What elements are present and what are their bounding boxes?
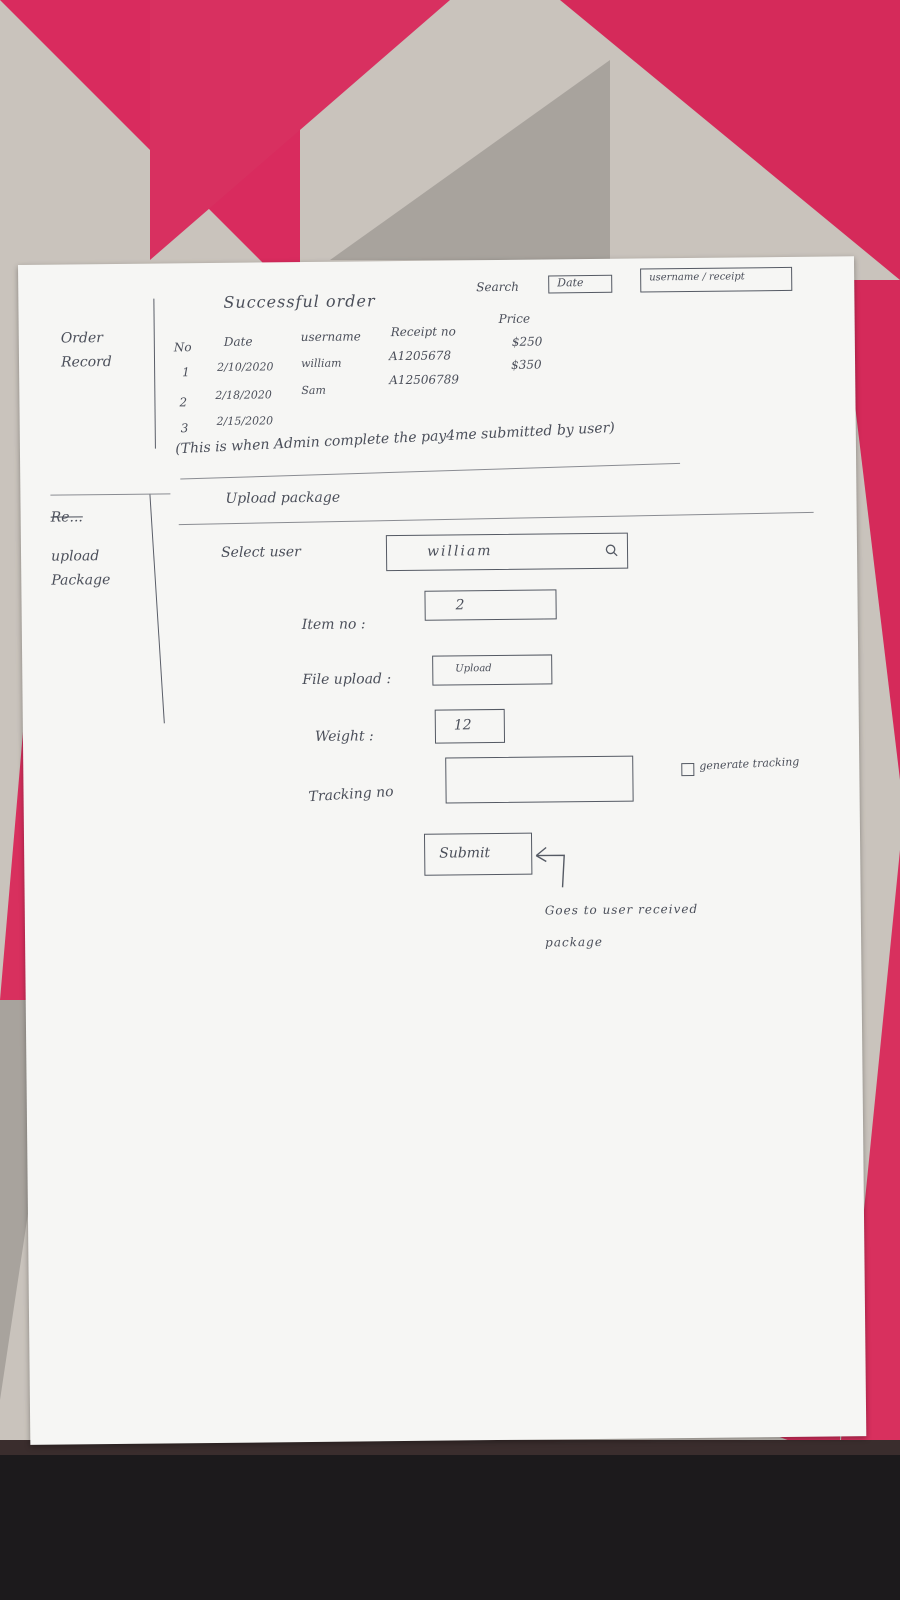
search-label: Search	[476, 279, 520, 295]
section-divider	[178, 511, 814, 526]
submit-button[interactable]: Submit	[423, 832, 533, 876]
note-underline	[180, 462, 681, 480]
table-row-3-date: 2/15/2020	[216, 414, 274, 428]
select-user-label: Select user	[220, 544, 301, 561]
item-no-value: 2	[455, 597, 465, 614]
weight-value: 12	[453, 717, 472, 734]
annotation-arrow-icon	[535, 846, 565, 888]
table-row-2-receipt: A12506789	[389, 372, 460, 388]
search-date-box[interactable]: Date	[548, 274, 613, 294]
submit-annotation: Goes to user received package	[544, 901, 699, 950]
generate-tracking-label: generate tracking	[699, 755, 800, 773]
weight-label: Weight :	[314, 728, 374, 745]
weight-input[interactable]: 12	[434, 708, 506, 744]
tracking-no-input[interactable]	[445, 755, 634, 804]
sidebar-item-upload-package[interactable]: upload Package	[50, 548, 111, 589]
floor	[0, 1455, 900, 1600]
search-username-receipt-label: username / receipt	[649, 271, 745, 284]
select-user-input[interactable]: william	[385, 532, 629, 572]
table-row-1-price: $250	[511, 334, 543, 349]
tracking-no-label: Tracking no	[308, 783, 395, 806]
column-header-price: Price	[498, 311, 531, 326]
search-icon[interactable]	[605, 544, 618, 557]
table-row-1-receipt: A1205678	[388, 348, 452, 364]
column-header-date: Date	[223, 334, 253, 349]
sketch-paper: Order Record Re... upload Package Succes…	[18, 256, 867, 1445]
sidebar-divider-lower	[149, 493, 165, 724]
table-row-2-date: 2/18/2020	[215, 388, 272, 402]
column-header-no: No	[173, 340, 192, 355]
file-upload-button[interactable]: Upload	[432, 654, 553, 686]
item-no-label: Item no :	[301, 616, 366, 634]
generate-tracking-checkbox[interactable]	[681, 762, 695, 777]
table-row-2-price: $350	[510, 357, 542, 372]
sidebar-divider	[153, 298, 156, 449]
search-date-label: Date	[557, 276, 584, 290]
table-row-2-no: 2	[179, 395, 188, 410]
table-row-2-username: Sam	[301, 383, 326, 398]
sidebar-item-scribbled[interactable]: Re...	[50, 509, 83, 526]
file-upload-label: File upload :	[302, 671, 392, 689]
submit-button-label: Submit	[439, 845, 491, 862]
table-row-1-no: 1	[182, 365, 190, 380]
section-title-upload-package: Upload package	[225, 489, 341, 507]
table-row-1-username: william	[300, 356, 342, 371]
column-header-receipt: Receipt no	[390, 324, 456, 340]
item-no-input[interactable]: 2	[424, 589, 557, 621]
file-upload-button-label: Upload	[455, 663, 492, 675]
column-header-username: username	[300, 329, 361, 345]
table-row-1-date: 2/10/2020	[217, 360, 274, 374]
search-username-receipt-box[interactable]: username / receipt	[640, 266, 793, 293]
sidebar-item-order-record[interactable]: Order Record	[60, 330, 112, 371]
sidebar-separator	[50, 493, 171, 496]
page-title-successful-order: Successful order	[223, 291, 376, 312]
select-user-value: william	[426, 543, 493, 560]
table-row-3-no: 3	[180, 421, 189, 436]
